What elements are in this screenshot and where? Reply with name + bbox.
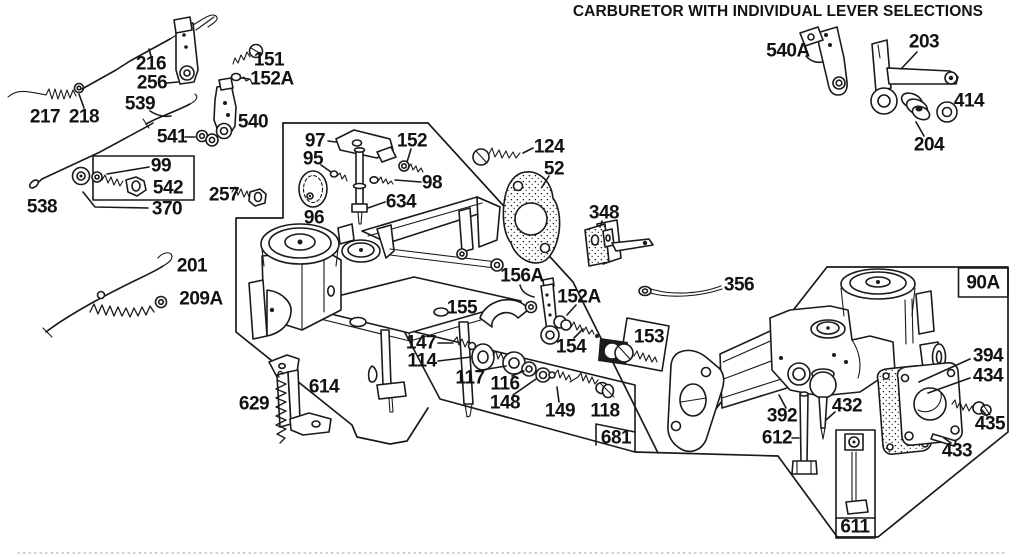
leader-lines — [78, 48, 988, 444]
part-label-153: 153 — [633, 326, 665, 348]
part-label-99: 99 — [150, 155, 172, 177]
box-681 — [402, 328, 636, 453]
part-label-152A-upper: 152A — [250, 68, 294, 90]
choke-plate-348-drawing — [584, 219, 654, 267]
part-label-348: 348 — [588, 202, 620, 224]
part-label-203: 203 — [908, 31, 940, 53]
part-label-435: 435 — [974, 413, 1006, 435]
part-label-434: 434 — [972, 365, 1004, 387]
part-label-117: 117 — [455, 367, 485, 389]
part-label-154: 154 — [555, 336, 587, 358]
choke-shaft-group-drawing — [298, 129, 424, 225]
part-label-256: 256 — [136, 72, 168, 94]
part-label-392: 392 — [766, 405, 798, 427]
part-label-394: 394 — [972, 345, 1004, 367]
part-label-97: 97 — [304, 130, 326, 152]
part-label-155: 155 — [446, 297, 478, 319]
part-label-114: 114 — [407, 350, 437, 372]
part-label-542: 542 — [152, 177, 184, 199]
part-label-681: 681 — [600, 427, 632, 449]
part-label-98: 98 — [421, 172, 443, 194]
part-label-148: 148 — [489, 392, 521, 414]
part-label-209A: 209A — [179, 288, 223, 310]
rod-538-drawing — [28, 122, 154, 189]
part-label-147: 147 — [405, 332, 437, 354]
part-label-356: 356 — [723, 274, 755, 296]
part-label-152: 152 — [396, 130, 428, 152]
choke-link-201-drawing — [42, 252, 173, 338]
diagram-title: CARBURETOR WITH INDIVIDUAL LEVER SELECTI… — [572, 3, 984, 20]
part-label-539: 539 — [124, 93, 156, 115]
box-90A — [957, 267, 1009, 298]
main-carburetor-drawing — [248, 196, 522, 418]
part-label-118: 118 — [590, 400, 620, 422]
carburetor-90A-drawing — [667, 268, 992, 515]
link-356-drawing — [638, 285, 723, 297]
part-label-414: 414 — [953, 90, 985, 112]
part-label-90A: 90A — [966, 272, 1000, 294]
part-label-370: 370 — [151, 198, 183, 220]
screw-153-drawing — [598, 338, 658, 365]
gasket-52-drawing — [502, 171, 561, 264]
throttle-rod-539-drawing — [142, 93, 219, 147]
lever-selection-drawing — [799, 26, 959, 123]
screw-257-drawing — [231, 186, 267, 207]
jet-parts-row-drawing — [453, 336, 615, 399]
part-label-204: 204 — [913, 134, 945, 156]
part-label-257: 257 — [208, 184, 240, 206]
governor-link-drawing — [7, 14, 218, 100]
part-label-218: 218 — [68, 106, 100, 128]
lever-540-drawing — [213, 77, 237, 140]
part-label-217: 217 — [29, 106, 61, 128]
part-label-152A-center: 152A — [557, 286, 601, 308]
box-611 — [835, 429, 876, 539]
part-label-151: 151 — [253, 49, 285, 71]
part-label-216: 216 — [135, 53, 167, 75]
part-label-432: 432 — [831, 395, 863, 417]
part-label-124: 124 — [533, 136, 565, 158]
part-label-52: 52 — [543, 158, 565, 180]
part-label-629: 629 — [238, 393, 270, 415]
part-label-116: 116 — [490, 373, 520, 395]
screw-124-drawing — [472, 147, 521, 166]
part-label-433: 433 — [941, 440, 973, 462]
part-label-540: 540 — [237, 111, 269, 133]
part-label-538: 538 — [26, 196, 58, 218]
part-label-96: 96 — [303, 207, 325, 229]
part-label-614: 614 — [308, 376, 340, 398]
part-label-201: 201 — [176, 255, 208, 277]
part-label-612: 612 — [761, 427, 793, 449]
part-label-634: 634 — [385, 191, 417, 213]
bracket-614-drawing — [268, 354, 332, 436]
part-label-156A: 156A — [500, 265, 544, 287]
part-label-149: 149 — [544, 400, 576, 422]
idle-screw-542-drawing — [91, 171, 147, 197]
spring-209A-drawing — [89, 295, 168, 318]
part-label-540A: 540A — [766, 40, 810, 62]
part-label-611: 611 — [840, 516, 870, 538]
spring-629-drawing — [275, 370, 287, 444]
part-label-95: 95 — [302, 148, 324, 170]
cam-lever-group-drawing — [479, 277, 599, 345]
part-label-541: 541 — [156, 126, 188, 148]
